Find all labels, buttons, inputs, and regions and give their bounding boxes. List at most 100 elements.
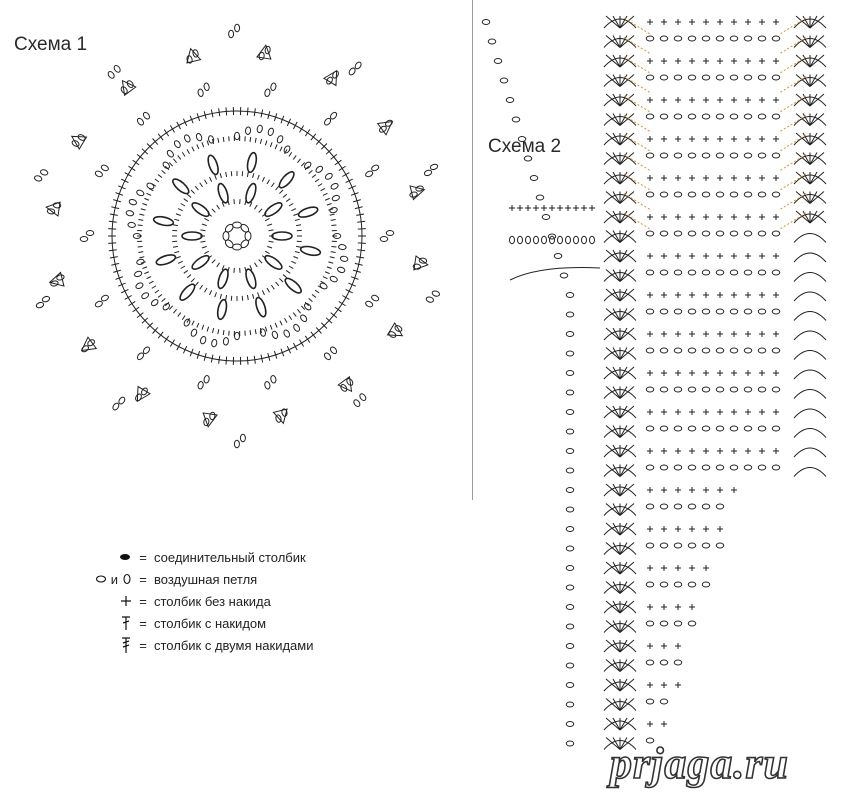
chain-stitch-mark — [659, 503, 669, 510]
stitch-tick — [605, 698, 621, 711]
chain-stitch-mark — [757, 191, 767, 198]
stitch-tick — [619, 600, 635, 614]
chain-stitch-mark — [715, 542, 725, 549]
stitch-tick — [151, 285, 157, 289]
chain-stitch-mark — [541, 214, 551, 220]
chain-stitch-mark — [353, 399, 361, 407]
chain-stitch-mark — [332, 70, 339, 79]
chain-stitch-mark — [743, 347, 753, 354]
stitch-tick — [612, 171, 621, 185]
stitch-tick — [612, 464, 621, 477]
stitch-tick — [612, 288, 621, 302]
stitch-tick — [267, 352, 271, 361]
stitch-tick — [108, 249, 117, 252]
stitch-tick — [207, 212, 213, 217]
stitch-tick — [315, 327, 322, 334]
stitch-tick — [809, 54, 825, 68]
stitch-tick — [619, 600, 628, 614]
petal-mark — [152, 215, 175, 227]
stitch-tick — [802, 152, 811, 165]
petal-mark — [191, 202, 210, 218]
stitch-tick — [795, 15, 811, 29]
stitch-tick — [210, 109, 214, 118]
stitch-tick — [222, 136, 225, 142]
chain-stitch-mark — [757, 425, 767, 432]
stitch-tick — [612, 405, 621, 419]
chain-stitch-mark — [56, 274, 65, 281]
chain-stitch-mark — [729, 269, 739, 276]
chain-stitch-mark — [499, 77, 509, 84]
chain-stitch-mark — [673, 308, 683, 315]
stitch-tick — [612, 737, 621, 750]
stitch-tick — [619, 386, 628, 399]
stitch-tick — [154, 178, 160, 183]
stitch-tick — [297, 309, 301, 314]
chain-stitch-mark — [329, 346, 338, 355]
petal-mark — [246, 151, 258, 174]
stitch-tick — [254, 329, 257, 335]
stitch-tick — [605, 581, 621, 594]
chain-stitch-mark — [365, 170, 374, 178]
chain-stitch-mark — [645, 35, 655, 42]
chain-stitch-mark — [126, 80, 134, 88]
stitch-tick — [605, 639, 621, 653]
chain-stitch-mark — [354, 61, 362, 70]
stitch-tick — [211, 208, 216, 213]
stitch-tick — [293, 256, 299, 259]
stitch-tick — [280, 115, 285, 124]
chain-stitch-mark — [701, 191, 711, 198]
stitch-tick — [619, 698, 628, 711]
stitch-tick — [260, 354, 264, 363]
stitch-tick — [254, 262, 258, 268]
fan-mark — [793, 311, 827, 321]
stitch-tick — [322, 192, 328, 196]
chain-stitch-mark — [715, 74, 725, 81]
chain-stitch-mark — [701, 35, 711, 42]
chain-stitch-mark — [757, 35, 767, 42]
stitch-tick — [619, 249, 628, 263]
chain-stitch-mark — [113, 65, 121, 73]
chain-stitch-mark — [150, 299, 159, 307]
chain-stitch-mark — [757, 347, 767, 354]
stitch-tick — [795, 74, 811, 87]
stitch-tick — [338, 165, 346, 172]
stitch-tick — [292, 312, 297, 317]
chain-stitch-mark — [565, 565, 575, 571]
chain-stitch-mark — [771, 386, 781, 393]
stitch-tick — [141, 317, 149, 324]
chain-stitch-mark — [385, 119, 393, 127]
fan-mark — [793, 408, 827, 419]
chain-stitch-mark — [429, 163, 439, 171]
chain-stitch-mark — [141, 292, 150, 300]
stitch-tick — [809, 35, 818, 48]
stitch-tick — [204, 250, 210, 255]
chain-stitch-mark — [715, 308, 725, 315]
stitch-tick — [267, 223, 273, 227]
stitch-tick — [201, 142, 205, 148]
stitch-tick — [221, 265, 225, 271]
stitch-tick — [169, 339, 175, 347]
stitch-tick — [225, 171, 228, 177]
chain-stitch-mark — [46, 208, 56, 215]
chain-stitch-mark — [533, 235, 539, 245]
stitch-tick — [605, 347, 621, 360]
stitch-tick — [204, 217, 210, 222]
stitch-tick — [209, 290, 213, 296]
chain-stitch-mark — [100, 294, 109, 302]
stitch-tick — [117, 282, 126, 287]
stitch-tick — [190, 189, 195, 194]
stitch-tick — [259, 327, 263, 334]
stitch-tick — [190, 278, 195, 283]
stitch-tick — [619, 15, 635, 29]
legend-label: столбик с накидом — [154, 615, 267, 631]
stitch-tick — [209, 176, 213, 182]
chain-stitch-mark — [659, 464, 669, 471]
stitch-tick — [619, 425, 628, 438]
stitch-tick — [619, 132, 635, 146]
chain-stitch-mark — [203, 375, 210, 384]
stitch-tick — [619, 522, 635, 536]
stitch-tick — [216, 204, 220, 210]
stitch-tick — [605, 659, 621, 672]
stitch-tick — [288, 315, 293, 320]
stitch-tick — [619, 717, 628, 731]
